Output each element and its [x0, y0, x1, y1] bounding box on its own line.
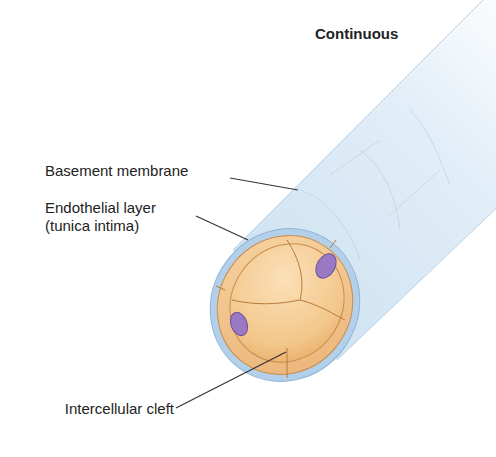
- diagram-title: Continuous: [315, 25, 398, 43]
- intercellular-clefts: [216, 240, 345, 378]
- nucleus: [227, 310, 250, 338]
- endothelial-layer: [190, 209, 380, 401]
- part-label: Intercellular cleft: [65, 400, 174, 418]
- nucleus: [312, 250, 341, 282]
- basement-membrane: [180, 199, 389, 411]
- part-label: Basement membrane: [45, 162, 235, 180]
- part-label: Endothelial layer (tunica intima): [45, 199, 195, 235]
- leader-lines: [176, 178, 298, 408]
- lumen: [207, 221, 367, 384]
